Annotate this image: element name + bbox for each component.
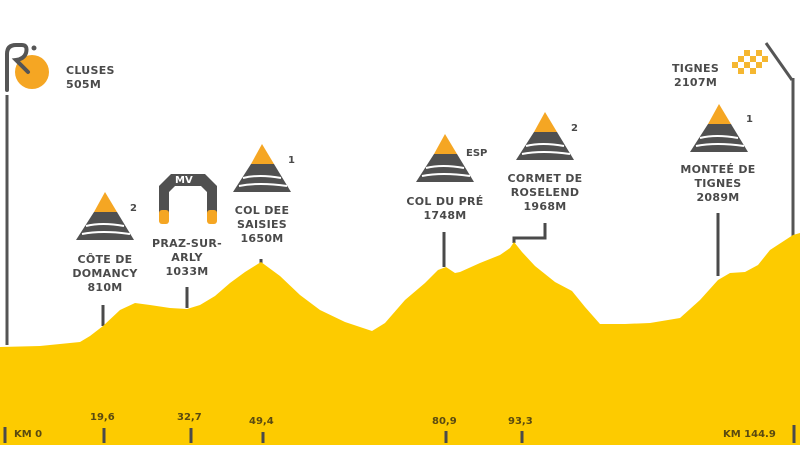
- climb-name-line1: MONTEÉ DE: [680, 163, 756, 176]
- sprint-name-line1: PRAZ-SUR-: [152, 237, 222, 250]
- sprint-name-line2: ARLY: [171, 251, 203, 264]
- climb-name-line2: DOMANCY: [72, 267, 138, 280]
- finish-name: TIGNES: [672, 62, 720, 75]
- mountain-icon-saisies: [233, 144, 291, 192]
- climb-name-line1: COL DEE: [234, 204, 290, 217]
- checkered-flag-icon: [732, 42, 794, 81]
- start-label: CLUSES 505M: [66, 64, 115, 92]
- category-badge-roselend: 2: [571, 123, 578, 134]
- start-name: CLUSES: [66, 64, 115, 77]
- climb-altitude: 2089M: [696, 191, 740, 204]
- climb-name-line2: SAISIES: [236, 218, 288, 231]
- climb-altitude: 810M: [87, 281, 123, 294]
- profile-area: [0, 233, 800, 445]
- climb-altitude: 1748M: [423, 209, 467, 222]
- finish-altitude: 2107M: [674, 76, 718, 89]
- mountain-icon-roselend: [516, 112, 574, 160]
- mountain-icon-domancy: [76, 192, 134, 240]
- sprint-label-praz: PRAZ-SUR- ARLY 1033M: [137, 237, 237, 279]
- sprint-badge: MV: [175, 175, 193, 186]
- km-label-93-3: 93,3: [508, 416, 533, 427]
- km-label-80-9: 80,9: [432, 416, 457, 427]
- climb-altitude: 1650M: [240, 232, 284, 245]
- climb-name-line1: CÔTE DE: [77, 253, 133, 266]
- km-label-32-7: 32,7: [177, 412, 202, 423]
- category-badge-domancy: 2: [130, 203, 137, 214]
- km-end-label: KM 144.9: [723, 429, 776, 440]
- marker-line-roselend: [512, 223, 547, 243]
- category-badge-col-du-pre: ESP: [466, 148, 488, 159]
- km-label-49-4: 49,4: [249, 416, 274, 427]
- sprint-altitude: 1033M: [165, 265, 209, 278]
- km-label-19-6: 19,6: [90, 412, 115, 423]
- category-badge-saisies: 1: [288, 155, 295, 166]
- mountain-icon-col-du-pre: [416, 134, 474, 182]
- climb-label-roselend: CORMET DE ROSELEND 1968M: [495, 172, 595, 214]
- climb-name-line1: CORMET DE: [507, 172, 583, 185]
- climb-name-line2: ROSELEND: [510, 186, 580, 199]
- start-altitude: 505M: [66, 78, 102, 91]
- category-badge-tignes: 1: [746, 114, 753, 125]
- climb-name-line2: TIGNES: [694, 177, 742, 190]
- km-start-label: KM 0: [14, 429, 43, 440]
- mountain-icon-tignes: [690, 104, 748, 152]
- climb-label-tignes: MONTEÉ DE TIGNES 2089M: [668, 163, 768, 205]
- climb-label-col-du-pre: COL DU PRÉ 1748M: [390, 195, 500, 223]
- climb-altitude: 1968M: [523, 200, 567, 213]
- start-logo-icon: [5, 43, 49, 92]
- climb-name-line1: COL DU PRÉ: [406, 195, 484, 208]
- finish-label: TIGNES 2107M: [672, 62, 719, 90]
- climb-label-saisies: COL DEE SAISIES 1650M: [212, 204, 312, 246]
- sprint-arch-icon: [159, 174, 217, 224]
- climb-label-domancy: CÔTE DE DOMANCY 810M: [55, 253, 155, 295]
